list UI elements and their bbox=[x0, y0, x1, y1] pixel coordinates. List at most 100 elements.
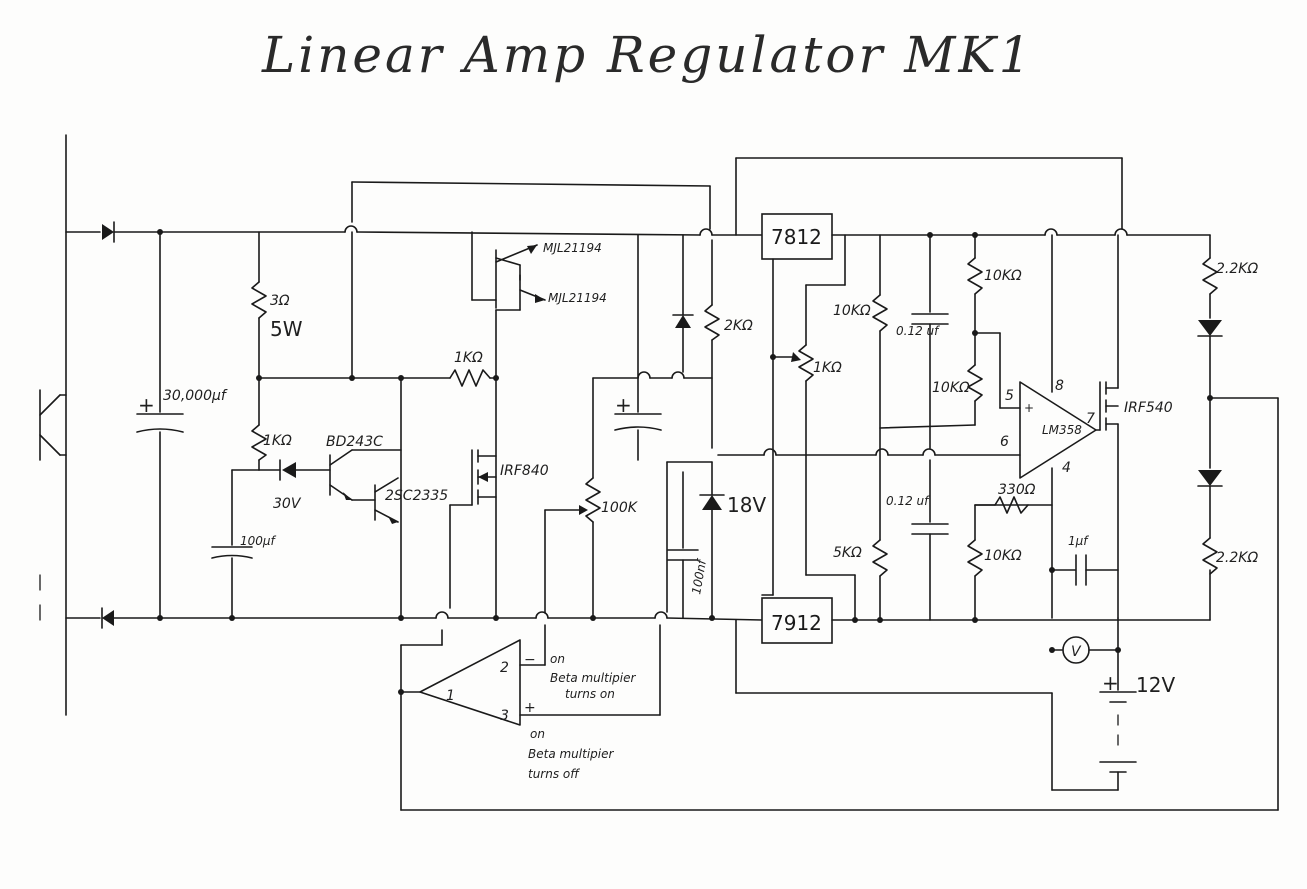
r-1k-gate-label: 1KΩ bbox=[454, 350, 483, 366]
comparator-pin3: 3 bbox=[500, 708, 509, 724]
lm358-label: LM358 bbox=[1042, 423, 1082, 437]
regulator-7812: 7812 bbox=[735, 157, 1123, 596]
led-string: 2.2KΩ 2.2KΩ bbox=[1197, 234, 1279, 811]
cap-100uf-label: 100µf bbox=[240, 534, 277, 548]
comparator-pin2: 2 bbox=[500, 660, 509, 676]
transistor-mjl21194-pair: MJL21194 MJL21194 bbox=[471, 231, 607, 619]
negative-rail bbox=[113, 611, 763, 621]
resistor-5k: 5KΩ bbox=[833, 539, 888, 623]
potentiometer-1k: 1KΩ bbox=[772, 234, 856, 621]
voltmeter: V bbox=[1049, 636, 1121, 664]
comparator-pin1: 1 bbox=[446, 688, 455, 704]
pot-100k-label: 100K bbox=[601, 500, 639, 516]
battery-12v: + 12V bbox=[1051, 617, 1175, 791]
cap-012-top-label: 0.12 uf bbox=[896, 324, 940, 338]
cap-1uf-label: 1µf bbox=[1068, 534, 1089, 548]
resistor-10k-mid: 10KΩ bbox=[879, 364, 983, 429]
schematic-title: Linear Amp Regulator MK1 bbox=[261, 26, 1034, 84]
resistor-1k-base: 1KΩ bbox=[251, 377, 292, 471]
r-3ohm-watt-label: 5W bbox=[270, 317, 303, 341]
transistor-bd243c: BD243C bbox=[326, 434, 383, 501]
r-10k-lower-label: 10KΩ bbox=[984, 548, 1022, 564]
filter-capacitor-2: + bbox=[614, 234, 662, 461]
capacitor-100nf: 100nf bbox=[666, 461, 709, 619]
cap2-plus-sign: + bbox=[615, 393, 632, 417]
transistor-2sc2335: 2SC2335 bbox=[351, 377, 448, 621]
zener-18v: 18V bbox=[666, 461, 766, 621]
diode-vertical bbox=[672, 234, 694, 373]
resistor-2k: 2KΩ bbox=[704, 239, 753, 449]
lm358-pin8: 8 bbox=[1055, 378, 1064, 394]
mjl21194-b-label: MJL21194 bbox=[548, 291, 607, 305]
reg-7912-label: 7912 bbox=[771, 611, 822, 635]
regulated-positive-rail bbox=[831, 228, 1211, 238]
note-plus-on: on bbox=[530, 727, 545, 741]
2sc2335-label: 2SC2335 bbox=[385, 488, 448, 504]
note-plus-line2: turns off bbox=[528, 767, 580, 781]
input-rails bbox=[39, 134, 101, 716]
capacitor-1uf: 1µf bbox=[1049, 534, 1119, 586]
r-5k-label: 5KΩ bbox=[833, 545, 862, 561]
potentiometer-100k: 100K bbox=[544, 371, 713, 621]
positive-rail bbox=[113, 225, 763, 236]
resistor-10k-lower: 10KΩ bbox=[967, 504, 1022, 621]
capacitor-100uf: 100µf bbox=[211, 469, 277, 621]
regulated-negative-rail bbox=[831, 569, 1211, 623]
mosfet-irf840: IRF840 bbox=[449, 449, 549, 621]
voltmeter-label: V bbox=[1071, 644, 1082, 660]
comparator-minus: − bbox=[524, 652, 536, 668]
feedback-loop-top bbox=[351, 181, 711, 230]
zener-30v-label: 30V bbox=[273, 496, 302, 512]
r-3ohm-label: 3Ω bbox=[270, 293, 290, 309]
note-plus-line1: Beta multipier bbox=[528, 747, 614, 761]
battery-12v-label: 12V bbox=[1136, 673, 1175, 697]
irf840-label: IRF840 bbox=[500, 463, 549, 479]
resistor-10k-divider-top: 10KΩ bbox=[833, 234, 888, 541]
note-minus-line1: Beta multipier bbox=[550, 671, 636, 685]
lm358-pin6: 6 bbox=[1000, 434, 1009, 450]
r-10k-upper-label: 10KΩ bbox=[984, 268, 1022, 284]
resistor-330: 330Ω bbox=[974, 482, 1036, 514]
lm358-plus: + bbox=[1024, 401, 1034, 415]
lm358-pin4: 4 bbox=[1062, 460, 1071, 476]
comparator-notes: on Beta multipier turns on on Beta multi… bbox=[528, 652, 636, 781]
drive-bus bbox=[258, 231, 451, 381]
r-1k-base-label: 1KΩ bbox=[263, 433, 292, 449]
resistor-1k-gate: 1KΩ bbox=[449, 350, 499, 387]
r-22k-top-label: 2.2KΩ bbox=[1216, 261, 1258, 277]
pot-1k-label: 1KΩ bbox=[813, 360, 842, 376]
bd243c-label: BD243C bbox=[326, 434, 383, 450]
reference-bus bbox=[717, 448, 1021, 456]
opamp-lm358: + 5 6 8 4 LM358 7 bbox=[974, 234, 1097, 619]
r-10k-divider-label: 10KΩ bbox=[833, 303, 871, 319]
capacitor-012uf-top: 0.12 uf bbox=[896, 234, 949, 449]
comparator: 1 2 3 − + bbox=[398, 624, 1279, 811]
cap-100nf-label: 100nf bbox=[689, 557, 709, 595]
capacitor-012uf-bottom: 0.12 uf bbox=[886, 459, 949, 621]
cap-30000uf-label: 30,000µf bbox=[163, 388, 228, 404]
battery-plus: + bbox=[1102, 671, 1119, 695]
main-filter-capacitor: + 30,000µf bbox=[136, 229, 228, 621]
mosfet-irf540: IRF540 bbox=[1095, 234, 1173, 619]
zener-30v: 30V bbox=[258, 459, 331, 512]
note-minus-on: on bbox=[550, 652, 565, 666]
r-22k-bottom-label: 2.2KΩ bbox=[1216, 550, 1258, 566]
r-330-label: 330Ω bbox=[998, 482, 1036, 498]
note-minus-line2: turns on bbox=[565, 687, 615, 701]
r-2k-label: 2KΩ bbox=[724, 318, 753, 334]
lm358-pin7: 7 bbox=[1086, 411, 1095, 427]
lm358-pin5: 5 bbox=[1005, 388, 1014, 404]
resistor-3ohm: 3Ω 5W bbox=[251, 231, 303, 381]
r-10k-mid-label: 10KΩ bbox=[932, 380, 970, 396]
cap-plus-sign: + bbox=[138, 393, 155, 417]
zener-18v-label: 18V bbox=[727, 493, 766, 517]
mjl21194-a-label: MJL21194 bbox=[543, 241, 602, 255]
regulator-7912: 7912 bbox=[735, 597, 1053, 694]
diode-top bbox=[102, 221, 115, 243]
reg-7812-label: 7812 bbox=[771, 225, 822, 249]
comparator-plus: + bbox=[524, 700, 536, 716]
resistor-10k-upper: 10KΩ bbox=[967, 234, 1022, 366]
diode-bottom bbox=[101, 607, 114, 629]
